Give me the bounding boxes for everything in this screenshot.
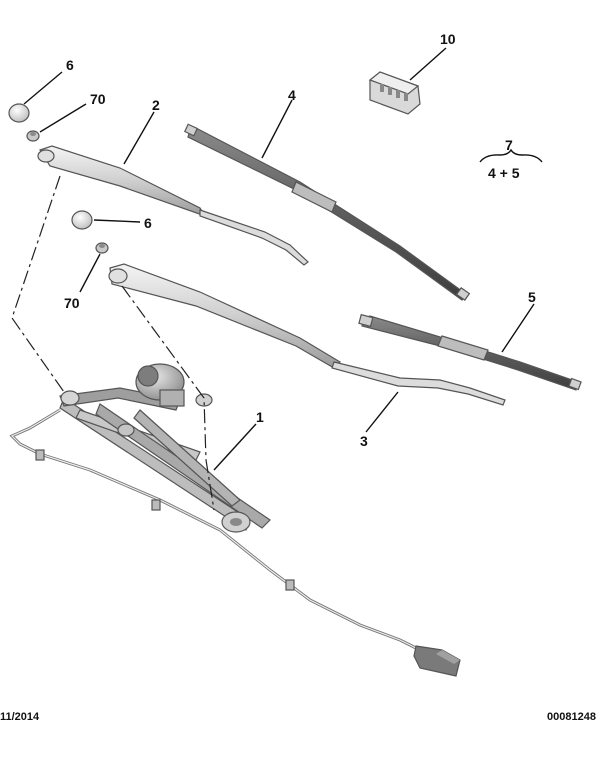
callout-2: 2: [152, 97, 160, 113]
group-brace: [479, 148, 543, 163]
nut-top: [26, 130, 40, 142]
cap-nut-cover-top: [8, 103, 30, 123]
wiper-arm-lower: [108, 263, 506, 406]
connector-part: [368, 71, 421, 115]
callout-70-middle: 70: [64, 295, 80, 311]
footer-reference: 00081248: [547, 711, 596, 723]
callout-7: 7: [505, 137, 513, 153]
callout-7-subparts: 4 + 5: [488, 165, 520, 181]
wiper-blade-short: [358, 313, 582, 391]
callout-1: 1: [256, 409, 264, 425]
footer-date: 11/2014: [0, 711, 40, 723]
wiper-motor-linkage: [9, 363, 461, 677]
leader-lines: [23, 47, 535, 471]
callout-4: 4: [288, 87, 296, 103]
callout-3: 3: [360, 433, 368, 449]
nut-middle: [95, 242, 109, 254]
callout-70-top: 70: [90, 91, 106, 107]
callout-10: 10: [440, 31, 456, 47]
callout-6-middle: 6: [144, 215, 152, 231]
assembly-guide-lines: [11, 175, 215, 511]
callout-6-top: 6: [66, 57, 74, 73]
wiper-blade-long: [183, 123, 471, 301]
wiper-arm-upper: [37, 145, 309, 266]
cap-nut-cover-middle: [71, 210, 93, 230]
callout-5: 5: [528, 289, 536, 305]
